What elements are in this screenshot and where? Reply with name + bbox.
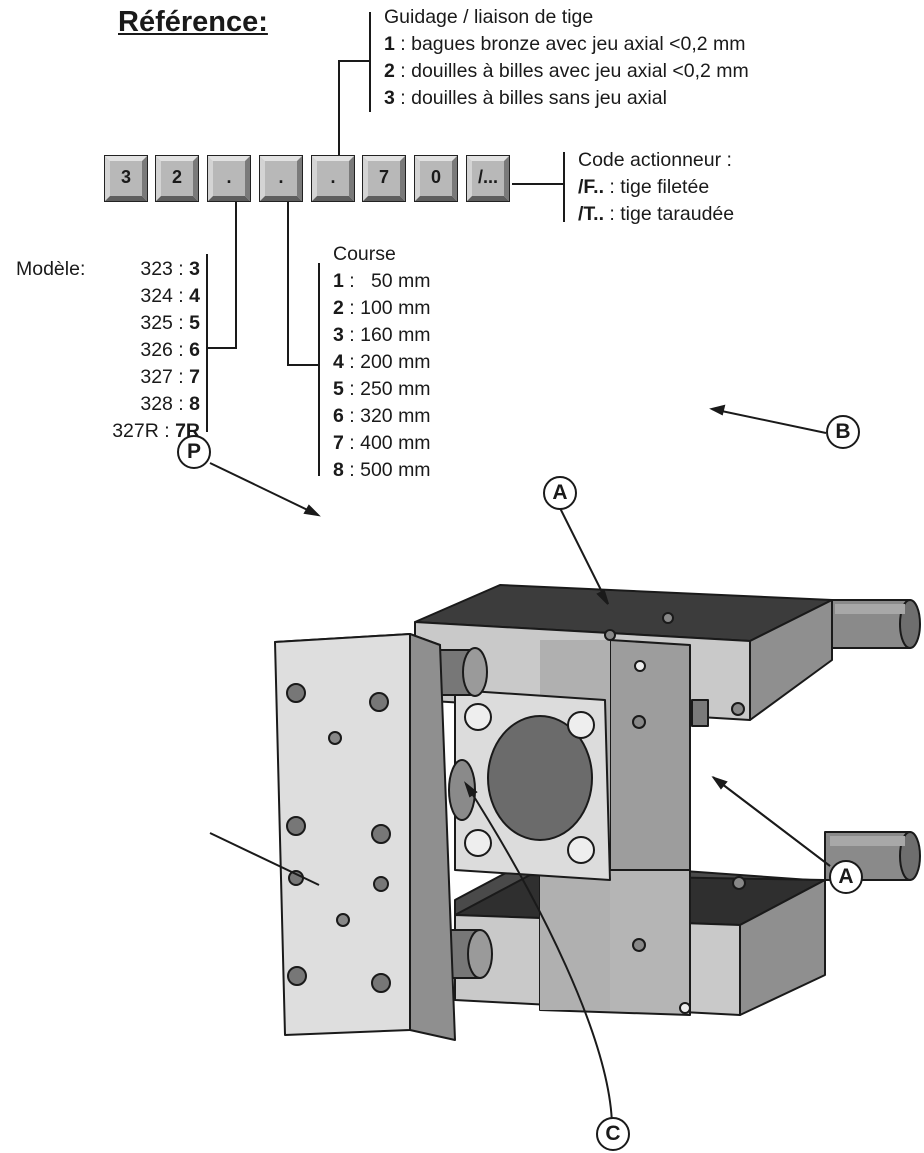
course-item: 2 : 100 mm	[333, 297, 431, 319]
front-plate	[274, 633, 456, 1041]
actionneur-list: Code actionneur : /F.. : tige filetée /T…	[578, 147, 734, 228]
guidage-list: Guidage / liaison de tige 1 : bagues bro…	[384, 4, 749, 112]
code-key: .	[207, 155, 251, 202]
code-key: 7	[362, 155, 406, 202]
code-key: .	[259, 155, 303, 202]
modele-item: 324 : 4	[140, 285, 200, 307]
guidage-item: 3 : douilles à billes sans jeu axial	[384, 87, 667, 109]
callout-a-top: A	[543, 476, 577, 510]
course-connector-h	[287, 364, 320, 366]
guidage-item: 1 : bagues bronze avec jeu axial <0,2 mm	[384, 33, 746, 55]
course-bracket	[318, 263, 320, 476]
course-list: Course 1 : 50 mm 2 : 100 mm 3 : 160 mm 4…	[333, 241, 431, 484]
code-key: 0	[414, 155, 458, 202]
actionneur-header: Code actionneur :	[578, 149, 732, 171]
actionneur-bracket	[563, 152, 565, 222]
callout-c: C	[596, 1117, 630, 1151]
code-key: .	[311, 155, 355, 202]
callout-p: P	[177, 435, 211, 469]
course-item: 5 : 250 mm	[333, 378, 431, 400]
course-item: 7 : 400 mm	[333, 432, 431, 454]
modele-item: 325 : 5	[140, 312, 200, 334]
modele-item: 328 : 8	[140, 393, 200, 415]
reference-title: Référence:	[118, 6, 268, 38]
modele-bracket	[206, 254, 208, 432]
modele-list: 323 : 3 324 : 4 325 : 5 326 : 6 327 : 7 …	[70, 256, 200, 445]
callout-a-bottom: A	[829, 860, 863, 894]
actionneur-item: /T.. : tige taraudée	[578, 203, 735, 225]
guidage-connector-h	[338, 60, 369, 62]
modele-label: Modèle:	[16, 258, 86, 280]
guidage-item: 2 : douilles à billes avec jeu axial <0,…	[384, 60, 749, 82]
modele-connector-h	[208, 347, 237, 349]
modele-item: 323 : 3	[140, 258, 200, 280]
modele-item: 326 : 6	[140, 339, 200, 361]
course-item: 4 : 200 mm	[333, 351, 431, 373]
course-header: Course	[333, 243, 396, 265]
flange-plate	[454, 689, 611, 881]
guide-unit-illustration	[209, 507, 921, 1041]
code-key: 2	[155, 155, 199, 202]
course-item: 1 : 50 mm	[333, 270, 431, 292]
course-item: 3 : 160 mm	[333, 324, 431, 346]
code-key: /...	[466, 155, 510, 202]
actionneur-item: /F.. : tige filetée	[578, 176, 710, 198]
guidage-bracket	[369, 12, 371, 112]
modele-connector-v	[235, 202, 237, 349]
course-item: 6 : 320 mm	[333, 405, 431, 427]
course-item: 8 : 500 mm	[333, 459, 431, 481]
callout-b: B	[826, 415, 860, 449]
modele-item: 327 : 7	[140, 366, 200, 388]
code-key: 3	[104, 155, 148, 202]
actionneur-connector-h	[512, 183, 564, 185]
guidage-connector-v	[338, 60, 340, 157]
course-connector-v	[287, 202, 289, 366]
guidage-header: Guidage / liaison de tige	[384, 6, 594, 28]
